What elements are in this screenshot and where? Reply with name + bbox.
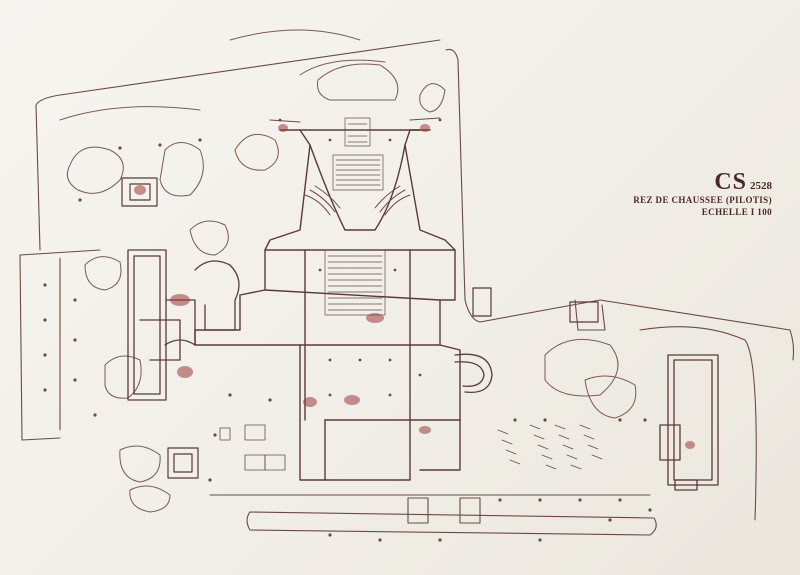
site-boundary	[19, 39, 795, 521]
landscape-groves	[59, 29, 637, 513]
plan-code-letters: CS	[714, 169, 747, 195]
plan-title: REZ DE CHAUSSEE (PILOTIS)	[633, 195, 772, 205]
access-road	[209, 494, 657, 536]
colored-wash-areas	[134, 124, 695, 449]
pilotis-columns	[43, 118, 652, 542]
east-block	[454, 353, 719, 491]
ramps	[269, 117, 441, 216]
plan-code-number: 2528	[750, 180, 772, 192]
plan-scale: ECHELLE I 100	[701, 207, 772, 217]
auditorium-seating	[324, 117, 386, 316]
parking-area	[219, 424, 603, 471]
pavilions	[121, 177, 599, 479]
west-wing	[127, 249, 240, 401]
